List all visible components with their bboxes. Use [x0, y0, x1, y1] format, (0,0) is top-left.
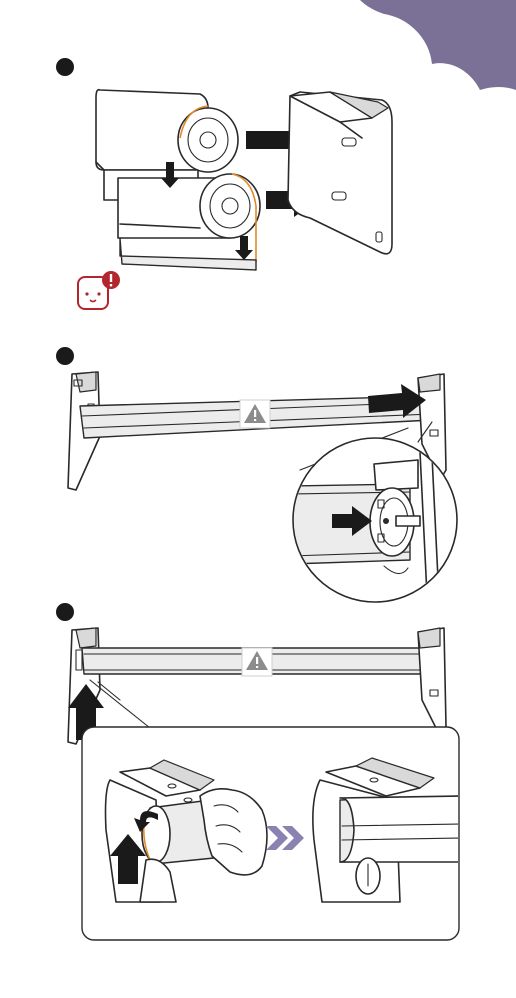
end-cap-detail-icon [290, 438, 457, 620]
roller-tube-icon [118, 174, 260, 270]
attention-note-icon [78, 271, 120, 309]
step-2-dot [56, 347, 74, 365]
roller-tube-icon [340, 796, 460, 862]
step-3-dot [56, 603, 74, 621]
step-1-dot [56, 58, 74, 76]
end-cap-icon [356, 858, 380, 894]
corner-cloud-decoration [360, 0, 516, 90]
down-arrow-icon [235, 236, 253, 260]
bracket-icon [418, 628, 446, 736]
bracket-icon [288, 92, 392, 254]
